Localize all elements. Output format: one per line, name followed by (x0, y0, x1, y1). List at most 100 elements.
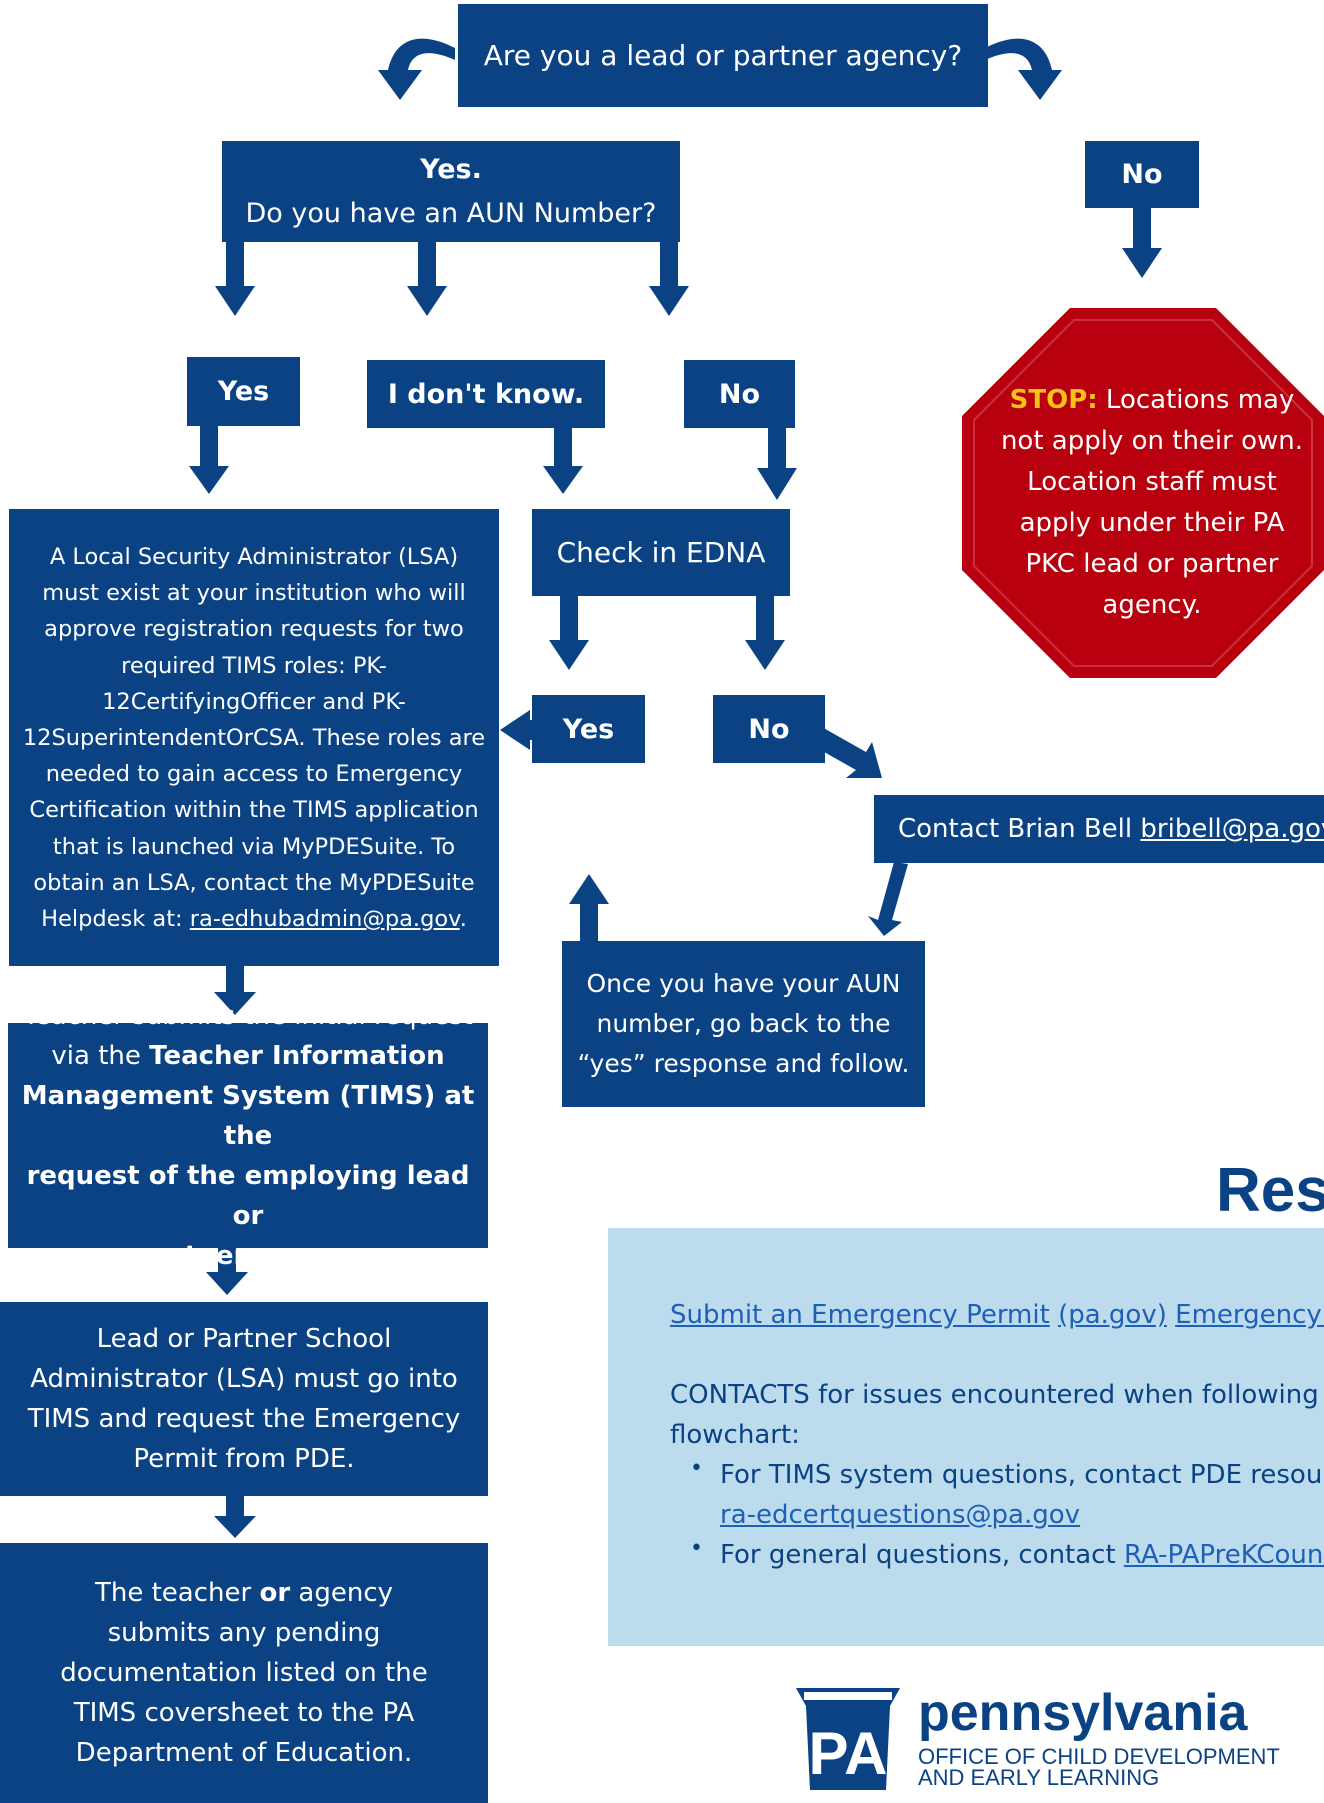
contact-email-link[interactable]: bribell@pa.gov (1140, 814, 1324, 844)
arrow-edna-right-head (745, 640, 785, 670)
yes-aun-question-box: Yes. Do you have an AUN Number? (222, 141, 680, 242)
aun-unknown-label: I don't know. (387, 378, 585, 410)
aun-back-box: Once you have your AUN number, go back t… (562, 941, 925, 1107)
contacts-line-1: CONTACTS for issues encountered when fol… (670, 1380, 1324, 1410)
lsa-line-1: A Local Security Administrator (LSA) (49, 544, 459, 570)
logo-wordmark: pennsylvania (918, 1684, 1248, 1742)
edcert-email-link[interactable]: ra-edcertquestions@pa.gov (720, 1500, 1081, 1530)
bullet-2-text: For general questions, contact (720, 1540, 1116, 1570)
resources-panel: Submit an Emergency Permit (pa.gov) Emer… (608, 1228, 1324, 1646)
aun-no-label: No (718, 378, 761, 410)
no-agency-box: No (1085, 141, 1199, 208)
aun-question-text: Do you have an AUN Number? (245, 197, 657, 229)
lsa-helpdesk-email-link[interactable]: ra-edhubadmin@pa.gov (189, 906, 460, 933)
yes-title: Yes. (420, 153, 482, 185)
no-agency-label: No (1121, 159, 1163, 190)
admin-line-4: Permit from PDE. (133, 1444, 355, 1474)
stop-line-3: Location staff must (1027, 467, 1277, 497)
docs-submit-box: The teacher or agency submits any pendin… (0, 1543, 488, 1803)
arrow-aunyes-head (189, 466, 229, 494)
resources-links-row: Submit an Emergency Permit (pa.gov) Emer… (670, 1300, 1324, 1330)
arrow-yes-right-stem (660, 242, 678, 288)
arrow-aunno-head (757, 468, 797, 500)
stop-line-2: not apply on their own. (1000, 426, 1304, 456)
docs-line-4: TIMS coversheet to the PA (73, 1698, 415, 1728)
arrow-edna-left-head (549, 640, 589, 670)
admin-line-3: TIMS and request the Emergency (27, 1404, 461, 1434)
teacher-line-2-bold: Teacher Information (149, 1040, 445, 1071)
bullet-1-text: For TIMS system questions, contact PDE r… (720, 1460, 1324, 1490)
contact-text: Contact Brian Bell (898, 814, 1133, 844)
stop-label: STOP: (1009, 385, 1098, 415)
edna-box: Check in EDNA (532, 509, 790, 596)
arrow-contact-down (868, 862, 908, 936)
docs-line-1c: agency (290, 1578, 393, 1608)
contact-box: Contact Brian Bell bribell@pa.gov (874, 795, 1324, 863)
aun-yes-box: Yes (187, 357, 300, 426)
logo-subtitle: OFFICE OF CHILD DEVELOPMENT AND EARLY LE… (918, 1744, 1280, 1790)
aun-back-line-3: “yes” response and follow. (577, 1049, 910, 1078)
aun-back-line-2: number, go back to the (596, 1009, 891, 1038)
bullet-dot-1: • (690, 1456, 703, 1481)
arrow-admin-stem (226, 1496, 244, 1520)
teacher-submit-box: Teacher submits the initial request via … (8, 1001, 488, 1271)
admin-line-2: Administrator (LSA) must go into (30, 1364, 458, 1394)
edna-no-label: No (748, 713, 790, 745)
contacts-line-2: flowchart: (670, 1420, 800, 1450)
lsa-line-2: must exist at your institution who will (42, 580, 466, 607)
lsa-info-box: A Local Security Administrator (LSA) mus… (9, 509, 499, 966)
stop-line-1: Locations may (1105, 385, 1295, 415)
arrow-yes-left-stem (226, 242, 244, 288)
lsa-line-6: 12SuperintendentOrCSA. These roles are (22, 725, 486, 752)
resources-title: Resc (1216, 1156, 1324, 1225)
pa-gov-link[interactable]: (pa.gov) (1058, 1300, 1167, 1330)
lsa-line-11: Helpdesk at: ra-edhubadmin@pa.gov. (41, 901, 467, 937)
logo-sub-line-1: OFFICE OF CHILD DEVELOPMENT (918, 1744, 1280, 1769)
aun-unknown-box: I don't know. (367, 360, 605, 428)
edna-yes-label: Yes (562, 713, 615, 745)
prek-counts-email-link[interactable]: RA-PAPreKCounts@ (1123, 1540, 1324, 1570)
keystone-logo-icon: PA (796, 1688, 900, 1790)
aun-no-box: No (684, 360, 795, 428)
lsa-line-9: that is launched via MyPDESuite. To (52, 833, 456, 860)
arrow-admin-head (214, 1516, 256, 1538)
logo-sub-line-2: AND EARLY LEARNING (918, 1765, 1160, 1790)
stop-text: STOP: Locations may not apply on their o… (1000, 380, 1304, 626)
bullet-2-row: For general questions, contact RA-PAPreK… (720, 1540, 1324, 1570)
curve-arrow-right (985, 38, 1062, 100)
docs-line-2: submits any pending (107, 1618, 381, 1648)
docs-line-3: documentation listed on the (60, 1658, 428, 1688)
teacher-line-5: partner agency (135, 1240, 361, 1271)
lsa-line-3: approve registration requests for two (44, 616, 464, 643)
bullet-1-email-row: ra-edcertquestions@pa.gov (720, 1500, 1080, 1530)
arrow-up-head (569, 874, 609, 904)
arrow-edna-left-stem (560, 596, 578, 642)
teacher-line-4: request of the employing lead or (26, 1160, 470, 1231)
lsa-helpdesk-suffix: . (459, 906, 467, 933)
docs-line-1a: The teacher (94, 1578, 260, 1608)
aun-back-line-1: Once you have your AUN (586, 969, 901, 998)
lsa-line-5: 12CertifyingOfficer and PK- (102, 688, 406, 715)
agency-question-box: Are you a lead or partner agency? (458, 4, 988, 107)
lsa-line-7: needed to gain access to Emergency (45, 761, 463, 788)
edna-yes-box: Yes (532, 695, 645, 763)
edna-no-box: No (713, 695, 825, 763)
lsa-line-10: obtain an LSA, contact the MyPDESuite (33, 869, 475, 896)
docs-line-5: Department of Education. (75, 1738, 413, 1768)
docs-line-1b: or (259, 1578, 291, 1608)
lsa-line-4: required TIMS roles: PK- (121, 652, 387, 679)
stop-line-5: PKC lead or partner (1025, 549, 1279, 579)
arrow-yes-mid-stem (418, 242, 436, 288)
logo-mark-text: PA (809, 1720, 888, 1787)
arrow-unknown-head (543, 466, 583, 494)
lsa-line-8: Certification within the TIMS applicatio… (29, 797, 479, 824)
arrow-aunyes-stem (200, 426, 218, 468)
emergency-permit-link[interactable]: Emergency Perm (1175, 1300, 1324, 1330)
submit-permit-link[interactable]: Submit an Emergency Permit (670, 1300, 1050, 1330)
edna-label: Check in EDNA (556, 536, 766, 569)
aun-yes-label: Yes (217, 376, 270, 407)
stop-line-4: apply under their PA (1019, 508, 1285, 538)
arrow-no-head (1122, 248, 1162, 278)
teacher-line-3: Management System (TIMS) at the (21, 1080, 475, 1151)
arrow-yes-mid-head (407, 286, 447, 316)
